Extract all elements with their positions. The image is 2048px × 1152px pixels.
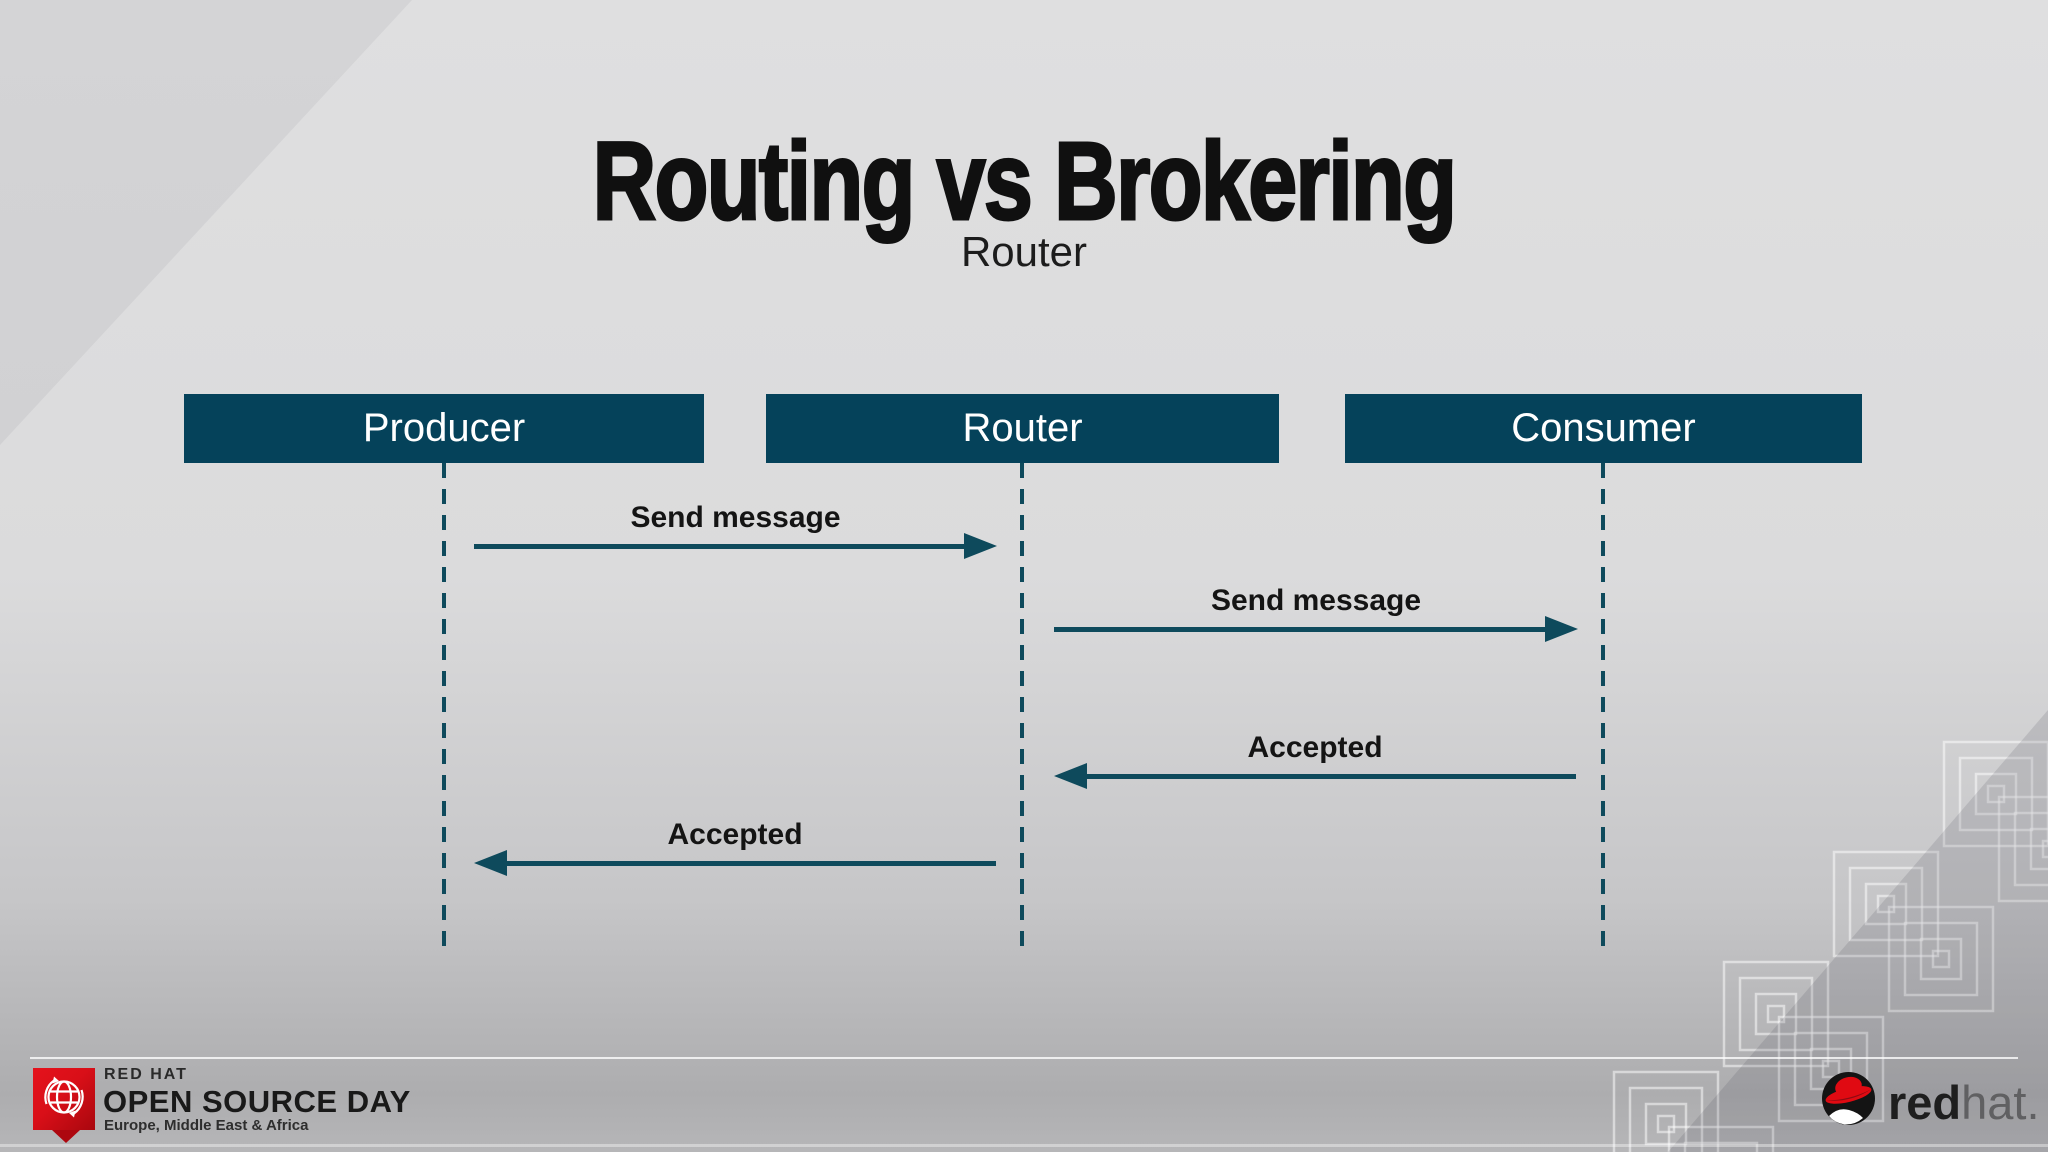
actor-box-producer: Producer [184, 394, 704, 463]
event-logo-event-text: OPEN SOURCE DAY [103, 1084, 411, 1119]
lifeline-router [1020, 463, 1024, 955]
actor-label-router: Router [962, 406, 1083, 450]
event-logo-region-text: Europe, Middle East & Africa [104, 1117, 309, 1134]
arrowhead-right-icon [964, 533, 997, 559]
message-arrow-line-2 [1054, 627, 1547, 632]
actor-label-producer: Producer [362, 406, 526, 450]
event-logo-badge-tail [52, 1130, 80, 1143]
actor-label-consumer: Consumer [1511, 406, 1696, 450]
actor-box-consumer: Consumer [1345, 394, 1862, 463]
message-label-send-message-1: Send message [630, 501, 841, 534]
redhat-wordmark-hat: hat. [1961, 1076, 2040, 1129]
arrowhead-right-icon [1545, 616, 1578, 642]
message-arrow-line-3 [1086, 774, 1576, 779]
event-logo-badge [33, 1068, 95, 1130]
message-label-accepted-1: Accepted [1247, 731, 1383, 764]
arrowhead-left-icon [1054, 763, 1087, 789]
footer-divider [30, 1057, 2018, 1059]
fedora-icon [1822, 1072, 1875, 1125]
message-arrow-line-4 [506, 861, 996, 866]
slide-subtitle: Router [960, 228, 1088, 275]
actor-box-router: Router [766, 394, 1279, 463]
message-label-accepted-2: Accepted [667, 818, 803, 851]
lifeline-consumer [1601, 463, 1605, 955]
globe-icon [44, 1076, 84, 1118]
corner-pattern-decoration [1612, 710, 2048, 1152]
message-arrow-line-1 [474, 544, 967, 549]
lifeline-producer [442, 463, 446, 955]
arrowhead-left-icon [474, 850, 507, 876]
bottom-edge-highlight [0, 1144, 2048, 1147]
slide-title: Routing vs Brokering [591, 119, 1458, 245]
event-logo-brand-text: RED HAT [104, 1066, 188, 1083]
redhat-wordmark: redhat. [1888, 1079, 2040, 1126]
redhat-wordmark-red: red [1888, 1076, 1962, 1129]
message-label-send-message-2: Send message [1210, 584, 1422, 617]
